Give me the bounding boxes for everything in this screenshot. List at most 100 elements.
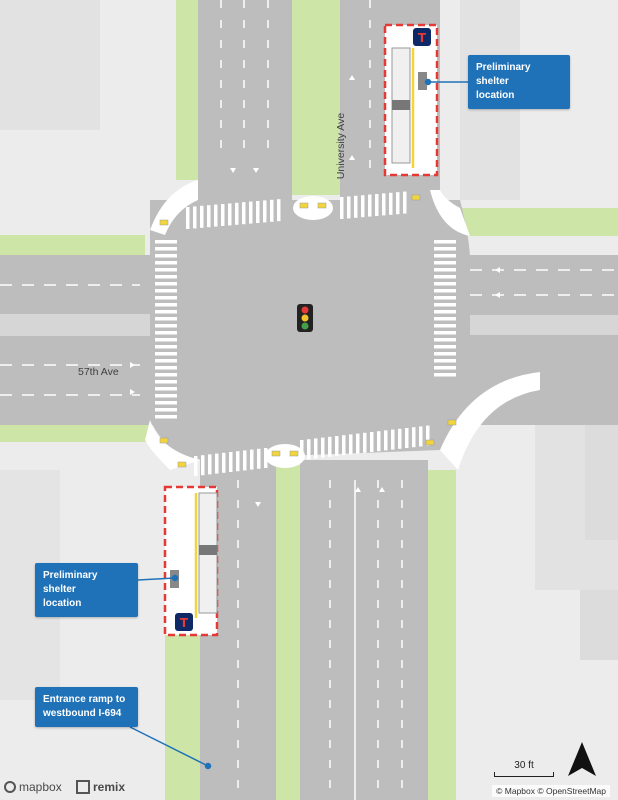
crosswalk-stripe	[396, 192, 400, 215]
crosswalk-stripe	[426, 425, 430, 446]
crosswalk-stripe	[403, 191, 407, 214]
building	[580, 590, 618, 660]
crosswalk-stripe	[256, 201, 260, 223]
crosswalk-stripe	[155, 317, 177, 321]
callout-entrance-ramp[interactable]: Entrance ramp to westbound I-694	[35, 687, 138, 727]
bus-stop-north[interactable]: T	[383, 23, 439, 177]
median	[428, 470, 456, 800]
callout-line2: location	[476, 90, 515, 101]
crosswalk-stripe	[434, 366, 456, 370]
crosswalk-stripe	[155, 303, 177, 307]
median	[176, 0, 198, 180]
crosswalk-stripe	[434, 261, 456, 265]
stop-outline	[383, 23, 439, 177]
crosswalk-stripe	[377, 431, 381, 452]
crosswalk-stripe	[434, 338, 456, 342]
crosswalk-stripe	[363, 432, 367, 453]
refuges	[265, 196, 333, 468]
callout-line1: Preliminary shelter	[476, 62, 531, 87]
metro-transit-icon	[175, 613, 193, 631]
bus-joint	[392, 100, 410, 110]
crosswalk-stripe	[249, 201, 253, 224]
crosswalk-stripe	[250, 449, 254, 470]
crosswalk-stripe	[434, 303, 456, 307]
crosswalk-stripe	[155, 261, 177, 265]
crosswalk-stripe	[391, 429, 395, 450]
crosswalk-stripe	[368, 194, 372, 217]
crosswalk-stripe	[405, 428, 409, 448]
crosswalks	[155, 191, 456, 476]
attribution[interactable]: © Mapbox © OpenStreetMap	[492, 785, 610, 797]
crosswalk-stripe	[384, 430, 388, 451]
crosswalk-stripe	[155, 394, 177, 398]
crosswalk-stripe	[434, 310, 456, 314]
building	[0, 0, 100, 130]
crosswalk-stripe	[434, 254, 456, 258]
crosswalk-stripe	[155, 366, 177, 370]
crosswalk-stripe	[434, 289, 456, 293]
callout-shelter-north[interactable]: Preliminary shelter location	[468, 55, 570, 109]
scale-bar: 30 ft	[494, 760, 554, 777]
crosswalk-stripe	[155, 338, 177, 342]
median	[165, 630, 200, 800]
crosswalk-stripe	[277, 199, 281, 222]
road	[198, 0, 292, 200]
median	[0, 235, 145, 255]
traffic-signal-icon	[297, 304, 313, 332]
svg-text:T: T	[418, 31, 427, 45]
crosswalk-stripe	[434, 240, 456, 244]
crosswalk-stripe	[155, 408, 177, 412]
crosswalk-stripe	[186, 207, 190, 229]
remix-wordmark: remix	[93, 780, 126, 794]
callout-line1: Entrance ramp to	[43, 694, 126, 705]
ramp-curb	[440, 372, 540, 470]
mapbox-wordmark: mapbox	[19, 780, 62, 794]
crosswalk-stripe	[155, 254, 177, 258]
crosswalk-stripe	[434, 317, 456, 321]
crosswalk-stripe	[263, 200, 267, 223]
crosswalk-stripe	[155, 240, 177, 244]
leader-lines	[129, 78, 468, 770]
crosswalk-stripe	[370, 432, 374, 452]
crosswalk-stripe	[155, 324, 177, 328]
bus-joint	[199, 545, 217, 555]
mapbox-logo: mapbox	[4, 780, 62, 794]
road-divider	[455, 315, 618, 335]
crosswalk-stripe	[342, 435, 346, 456]
crosswalk-stripe	[242, 202, 246, 225]
crosswalk-stripe	[412, 427, 416, 448]
crosswalk-stripe	[434, 359, 456, 363]
crosswalk-stripe	[215, 453, 219, 474]
crosswalk-stripe	[155, 310, 177, 314]
crosswalk-stripe	[155, 352, 177, 356]
crosswalk-stripe	[155, 387, 177, 391]
crosswalk-stripe	[434, 275, 456, 279]
crosswalk-stripe	[155, 331, 177, 335]
callout-shelter-south[interactable]: Preliminary shelter location	[35, 563, 138, 617]
crosswalk-stripe	[214, 204, 218, 227]
crosswalk-stripe	[155, 268, 177, 272]
crosswalk-stripe	[434, 352, 456, 356]
crosswalk-stripe	[382, 193, 386, 216]
scale-bar-line	[494, 772, 554, 777]
remix-icon	[76, 780, 90, 794]
crosswalk-stripe	[155, 275, 177, 279]
crosswalk-stripe	[257, 448, 261, 469]
crosswalk-stripe	[155, 345, 177, 349]
crosswalk-stripe	[375, 194, 379, 216]
crosswalk-stripe	[356, 433, 360, 454]
crosswalk-stripe	[335, 436, 339, 456]
crosswalk-stripe	[321, 437, 325, 458]
crosswalk-stripe	[155, 373, 177, 377]
crosswalk-stripe	[307, 439, 311, 460]
bus-stop-south[interactable]: T	[163, 485, 219, 637]
crosswalk-stripe	[207, 205, 211, 228]
crosswalk-stripe	[354, 195, 358, 218]
crosswalk-stripe	[340, 197, 344, 219]
callout-line2: location	[43, 598, 82, 609]
crosswalk-stripe	[235, 202, 239, 225]
crosswalk-stripe	[314, 438, 318, 459]
crosswalk-stripe	[200, 205, 204, 228]
